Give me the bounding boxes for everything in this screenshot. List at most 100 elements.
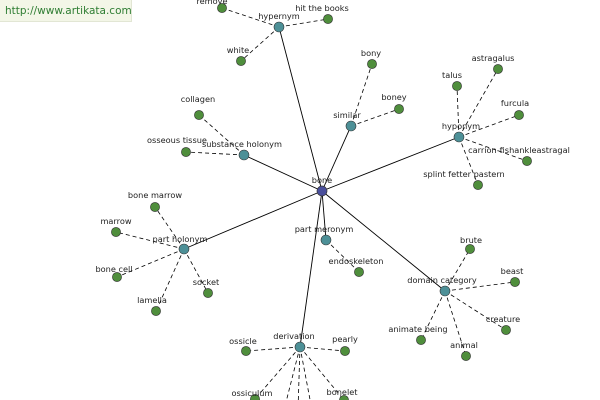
edge-derivation-ossicle: [245, 346, 301, 352]
leaf-label-bonelet[interactable]: bonelet: [327, 387, 359, 397]
leaf-label-ossiculum[interactable]: ossiculum: [232, 388, 273, 398]
leaf-label-marrow[interactable]: marrow: [100, 216, 131, 226]
leaf-label-splint-fetter-pastern[interactable]: splint fetter pastern: [423, 169, 505, 179]
edge-domain-category-brute: [444, 248, 471, 292]
leaf-label-bone-marrow[interactable]: bone marrow: [128, 190, 182, 200]
center-label-bone[interactable]: bone: [312, 175, 332, 185]
leaf-label-astragalus[interactable]: astragalus: [472, 53, 515, 63]
leaf-node-splint-fetter-pastern[interactable]: [473, 180, 483, 190]
leaf-node-ossiculum[interactable]: [250, 394, 260, 400]
leaf-label-animate-being[interactable]: animate being: [388, 324, 447, 334]
leaf-node-animate-being[interactable]: [416, 335, 426, 345]
leaf-node-bone-marrow[interactable]: [150, 202, 160, 212]
leaf-node-boney[interactable]: [394, 104, 404, 114]
edge-derivation-ossiculum: [254, 346, 301, 400]
edge-derivation-offscreen-1: [286, 346, 301, 400]
edge-hyponym-furcula: [458, 114, 520, 138]
leaf-label-endoskeleton[interactable]: endoskeleton: [329, 256, 384, 266]
edge-bone-part-holonym: [183, 190, 323, 250]
leaf-label-ossicle[interactable]: ossicle: [229, 336, 257, 346]
relation-label-hypernym[interactable]: hypernym: [258, 11, 300, 21]
relation-node-similar[interactable]: [345, 120, 357, 132]
leaf-node-astragalus[interactable]: [493, 64, 503, 74]
graph-edges: [115, 7, 528, 400]
edge-derivation-pearly: [299, 346, 346, 352]
leaf-node-white[interactable]: [236, 56, 246, 66]
relation-label-derivation[interactable]: derivation: [273, 331, 314, 341]
relation-label-part-meronym[interactable]: part meronym: [295, 224, 354, 234]
leaf-label-collagen[interactable]: collagen: [181, 94, 216, 104]
leaf-node-pearly[interactable]: [340, 346, 350, 356]
leaf-node-hit-the-books[interactable]: [323, 14, 333, 24]
leaf-label-lamella[interactable]: lamella: [137, 295, 167, 305]
relation-node-substance-holonym[interactable]: [238, 149, 250, 161]
leaf-label-pearly[interactable]: pearly: [332, 334, 358, 344]
edge-substance-holonym-collagen: [198, 114, 245, 156]
relation-node-domain-category[interactable]: [439, 285, 451, 297]
leaf-label-carrion-fishankleastragal[interactable]: carrion-fishankleastragal: [468, 145, 570, 155]
leaf-node-creature[interactable]: [501, 325, 511, 335]
edge-similar-boney: [350, 108, 400, 127]
leaf-node-osseous-tissue[interactable]: [181, 147, 191, 157]
edge-bone-part-meronym: [321, 190, 327, 241]
leaf-node-beast[interactable]: [510, 277, 520, 287]
relation-label-substance-holonym[interactable]: substance holonym: [202, 139, 282, 149]
edge-derivation-offscreen-3: [299, 346, 311, 400]
leaf-label-remove[interactable]: remove: [196, 0, 227, 6]
edge-domain-category-animate-being: [420, 290, 446, 341]
edge-part-holonym-socket: [183, 248, 209, 294]
leaf-node-furcula[interactable]: [514, 110, 524, 120]
leaf-label-bony[interactable]: bony: [361, 48, 381, 58]
leaf-label-talus[interactable]: talus: [442, 70, 462, 80]
leaf-node-brute[interactable]: [465, 244, 475, 254]
leaf-node-marrow[interactable]: [111, 227, 121, 237]
leaf-node-endoskeleton[interactable]: [354, 267, 364, 277]
relation-node-hyponym[interactable]: [453, 131, 465, 143]
leaf-node-collagen[interactable]: [194, 110, 204, 120]
graph-labels: remove hit the books white hypernym bony bone…: [95, 0, 569, 398]
leaf-node-socket[interactable]: [203, 288, 213, 298]
graph-nodes: [111, 3, 532, 400]
relation-node-derivation[interactable]: [294, 341, 306, 353]
leaf-node-bone-cell[interactable]: [112, 272, 122, 282]
edge-part-holonym-lamella: [155, 248, 185, 312]
relation-label-similar[interactable]: similar: [333, 110, 361, 120]
leaf-label-socket[interactable]: socket: [193, 277, 220, 287]
leaf-node-carrion-fishankleastragal[interactable]: [522, 156, 532, 166]
edge-part-meronym-endoskeleton: [325, 239, 360, 273]
leaf-label-creature[interactable]: creature: [486, 314, 520, 324]
edge-domain-category-creature: [444, 290, 507, 331]
edge-substance-holonym-osseous-tissue: [185, 151, 245, 156]
leaf-label-osseous-tissue[interactable]: osseous tissue: [147, 135, 207, 145]
leaf-label-hit-the-books[interactable]: hit the books: [295, 3, 349, 13]
edge-domain-category-animal: [444, 290, 467, 357]
edge-similar-bony: [350, 63, 373, 127]
edge-bone-domain-category: [321, 190, 446, 292]
relation-label-domain-category[interactable]: domain category: [407, 275, 477, 285]
relation-label-part-holonym[interactable]: part holonym: [153, 234, 208, 244]
leaf-label-animal[interactable]: animal: [450, 340, 478, 350]
leaf-node-animal[interactable]: [461, 351, 471, 361]
leaf-node-lamella[interactable]: [151, 306, 161, 316]
edge-part-holonym-bone-marrow: [154, 206, 185, 250]
leaf-label-brute[interactable]: brute: [460, 235, 482, 245]
leaf-label-beast[interactable]: beast: [501, 266, 525, 276]
leaf-label-white[interactable]: white: [227, 45, 249, 55]
center-node-bone[interactable]: [316, 185, 328, 197]
leaf-node-ossicle[interactable]: [241, 346, 251, 356]
edge-hypernym-white: [240, 26, 280, 62]
source-url[interactable]: http://www.artikata.com: [0, 0, 132, 22]
leaf-node-talus[interactable]: [452, 81, 462, 91]
relation-node-part-meronym[interactable]: [320, 234, 332, 246]
relation-node-part-holonym[interactable]: [178, 243, 190, 255]
leaf-label-bone-cell[interactable]: bone cell: [95, 264, 132, 274]
leaf-node-bony[interactable]: [367, 59, 377, 69]
leaf-node-remove[interactable]: [217, 3, 227, 13]
relation-node-hypernym[interactable]: [273, 21, 285, 33]
relation-label-hyponym[interactable]: hyponym: [442, 121, 480, 131]
edge-derivation-bonelet: [299, 346, 345, 400]
leaf-label-furcula[interactable]: furcula: [501, 98, 529, 108]
leaf-label-boney[interactable]: boney: [381, 92, 406, 102]
edge-hypernym-remove: [221, 7, 280, 28]
